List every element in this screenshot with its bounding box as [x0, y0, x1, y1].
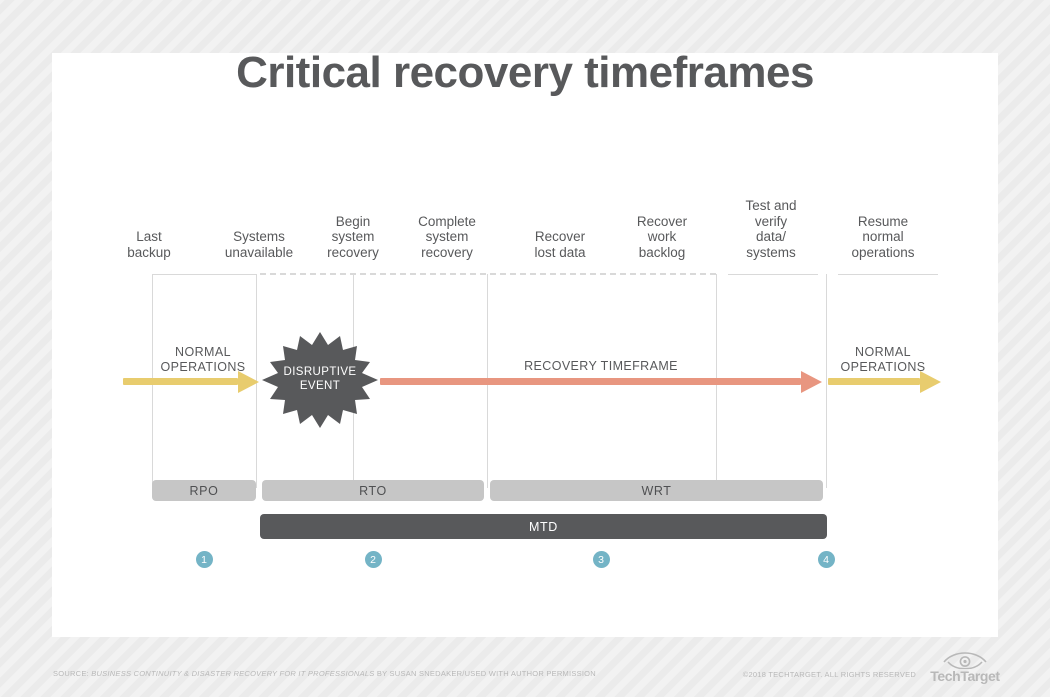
metric-bar-label: MTD — [529, 519, 558, 534]
metric-bar-label: RPO — [189, 483, 219, 498]
footer-copyright: ©2018 TECHTARGET. ALL RIGHTS RESERVED — [742, 670, 916, 679]
milestone-line: systems — [746, 244, 796, 260]
milestone-line: Last — [136, 229, 162, 244]
milestone-line: Test and — [745, 198, 797, 213]
disruptive-event-line: EVENT — [299, 379, 341, 392]
diagram-card — [52, 53, 998, 637]
milestone-line: backup — [127, 244, 171, 260]
milestone-line: work — [647, 229, 677, 244]
metric-bar-label: RTO — [359, 483, 387, 498]
metric-bar-rpo: RPO — [152, 480, 256, 501]
milestone-line: Systems — [233, 229, 285, 244]
techtarget-logo: TechTarget — [924, 651, 1006, 685]
marker-label: 1 — [201, 553, 207, 566]
milestone-line: backlog — [638, 244, 686, 260]
milestone-line: Begin — [335, 213, 371, 229]
milestone-line: verify — [754, 213, 788, 229]
footer-source-prefix: SOURCE: — [53, 669, 92, 678]
disruptive-event-line: DISRUPTIVE — [283, 366, 357, 378]
milestone-line: Recover — [636, 213, 688, 229]
milestone-line: operations — [851, 244, 915, 260]
marker-2: 2 — [364, 551, 382, 568]
milestone-line: Recover — [534, 229, 586, 244]
milestone-line: system — [331, 229, 375, 244]
phase-line: OPERATIONS — [160, 359, 246, 374]
milestone-line: recovery — [327, 244, 379, 260]
milestone-line: unavailable — [224, 244, 294, 260]
marker-4: 4 — [817, 551, 835, 568]
milestone-line: lost data — [534, 244, 586, 260]
milestone-line: system — [425, 229, 469, 244]
phase-line: NORMAL — [175, 345, 231, 359]
phase-line: RECOVERY TIMEFRAME — [524, 359, 678, 373]
metric-bar-rto: RTO — [262, 480, 484, 501]
footer-source-title: BUSINESS CONTINUITY & DISASTER RECOVERY … — [91, 669, 375, 678]
marker-label: 3 — [598, 553, 604, 566]
milestone-line: data/ — [755, 229, 787, 244]
milestone-line: Resume — [857, 213, 909, 229]
marker-label: 4 — [823, 553, 829, 566]
page-title: Critical recovery timeframes — [236, 48, 814, 97]
milestone-line: Complete — [418, 213, 476, 229]
phase-line: OPERATIONS — [840, 359, 926, 374]
metric-bar-label: WRT — [641, 483, 672, 498]
techtarget-wordmark: TechTarget — [930, 668, 1000, 684]
marker-label: 2 — [370, 553, 376, 566]
starburst-icon — [262, 332, 378, 428]
metric-bar-mtd: MTD — [260, 514, 827, 539]
footer-source-suffix: BY SUSAN SNEDAKER/USED WITH AUTHOR PERMI… — [374, 669, 596, 678]
eye-icon — [943, 652, 987, 669]
phase-line: NORMAL — [855, 345, 911, 359]
marker-3: 3 — [592, 551, 610, 568]
phase-label-recovery-timeframe: RECOVERY TIMEFRAME — [491, 359, 711, 374]
milestone-line: normal — [862, 229, 904, 244]
footer-source-credit: SOURCE: BUSINESS CONTINUITY & DISASTER R… — [53, 669, 596, 678]
marker-1: 1 — [195, 551, 213, 568]
metric-bar-wrt: WRT — [490, 480, 823, 501]
milestone-line: recovery — [421, 244, 473, 260]
